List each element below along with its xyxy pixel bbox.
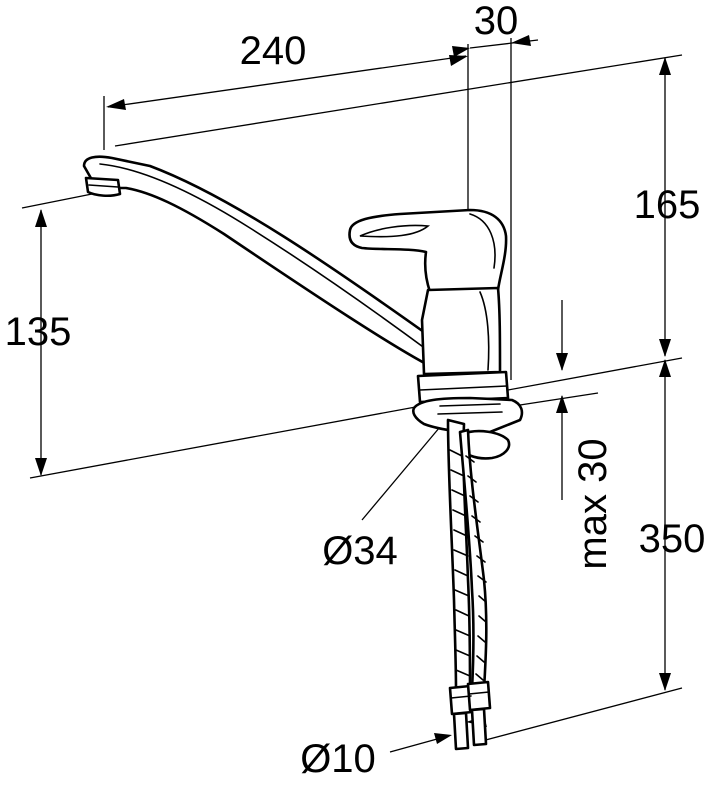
dimension-165: [659, 57, 671, 357]
label-165: 165: [634, 183, 701, 227]
base-collar: [416, 370, 510, 404]
tail-pipe-right: [470, 707, 488, 747]
aerator: [84, 176, 122, 198]
tail-pipe-left: [452, 711, 470, 751]
label-d10: Ø10: [300, 737, 376, 781]
label-max30: max 30: [571, 438, 615, 569]
label-350: 350: [639, 517, 706, 561]
faucet: [82, 155, 524, 751]
label-30: 30: [474, 0, 519, 43]
label-d34: Ø34: [322, 529, 398, 573]
lever-handle: [348, 208, 508, 294]
spout: [82, 155, 452, 372]
hose-fitting-right: [466, 680, 492, 712]
dimension-350: [659, 359, 671, 691]
dimension-135: [35, 209, 47, 476]
label-135: 135: [5, 310, 72, 354]
dimension-max30: [556, 300, 568, 500]
dimension-30: [452, 35, 539, 57]
extension-lines: [21, 38, 683, 743]
mounting-plate: [412, 396, 524, 434]
label-240: 240: [240, 29, 307, 73]
dimension-240: [106, 55, 468, 110]
